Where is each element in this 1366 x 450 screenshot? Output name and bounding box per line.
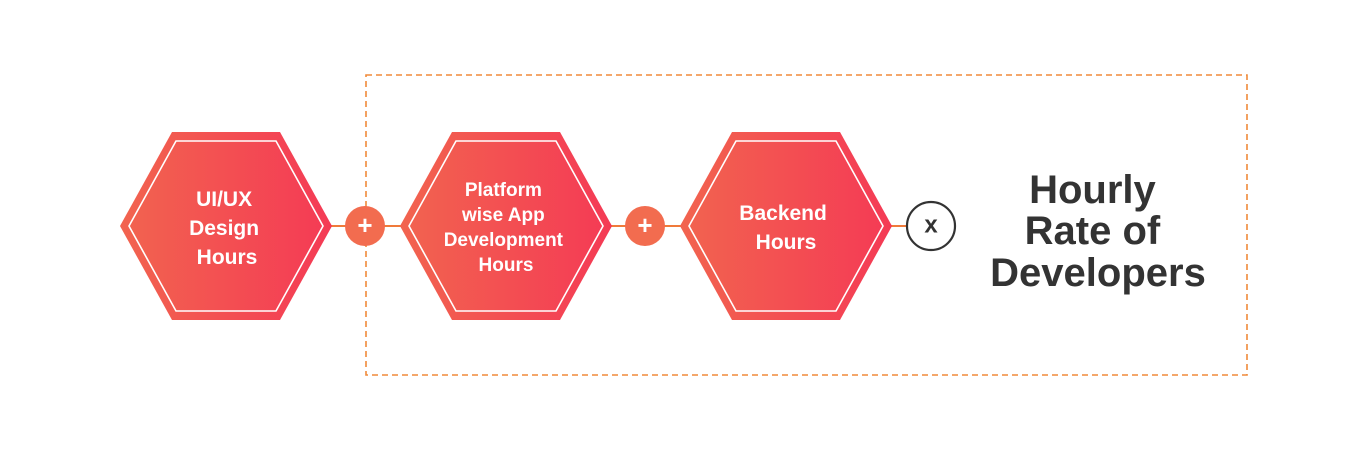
step-label: Backend Hours: [739, 202, 832, 254]
hexagon-inner-border: [128, 140, 324, 312]
plus-icon: [625, 206, 665, 246]
step-label-line: Hours: [197, 246, 258, 269]
step-label: Platform wise App Development Hours: [444, 180, 569, 276]
step-label-line: UI/UX: [196, 188, 252, 211]
step-label: UI/UX Design Hours: [189, 188, 265, 269]
hexagon-inner-border: [688, 140, 884, 312]
hexagon-shape: [120, 132, 332, 320]
hexagon-ui-ux-design-hours: UI/UX Design Hours: [120, 132, 332, 320]
plus-icon: [345, 206, 385, 246]
step-label-line: wise App: [461, 205, 545, 226]
hexagon-inner-border: [408, 140, 604, 312]
step-label-line: Platform: [465, 180, 542, 201]
result-label-line: Rate of: [1025, 209, 1161, 253]
plus-operator: +: [345, 206, 385, 246]
hexagon-platform-app-development-hours: Platform wise App Development Hours: [400, 132, 612, 320]
operator-symbol: x: [924, 212, 938, 239]
hexagon-shape: [400, 132, 612, 320]
step-label-line: Design: [189, 217, 259, 240]
step-label-line: Hours: [479, 255, 534, 276]
step-label-line: Development: [444, 230, 564, 251]
multiply-icon: [905, 200, 957, 252]
result-label: Hourly Rate of Developers: [990, 168, 1206, 295]
result-label-line: Developers: [990, 251, 1206, 295]
step-label-line: Hours: [756, 231, 817, 254]
multiply-operator: x: [905, 200, 957, 252]
step-label-line: Backend: [739, 202, 827, 225]
hexagon-backend-hours: Backend Hours: [680, 132, 892, 320]
operator-symbol: +: [637, 210, 652, 240]
operator-symbol: +: [357, 210, 372, 240]
result-label-line: Hourly: [1029, 168, 1156, 212]
hexagon-shape: [680, 132, 892, 320]
plus-operator: +: [625, 206, 665, 246]
